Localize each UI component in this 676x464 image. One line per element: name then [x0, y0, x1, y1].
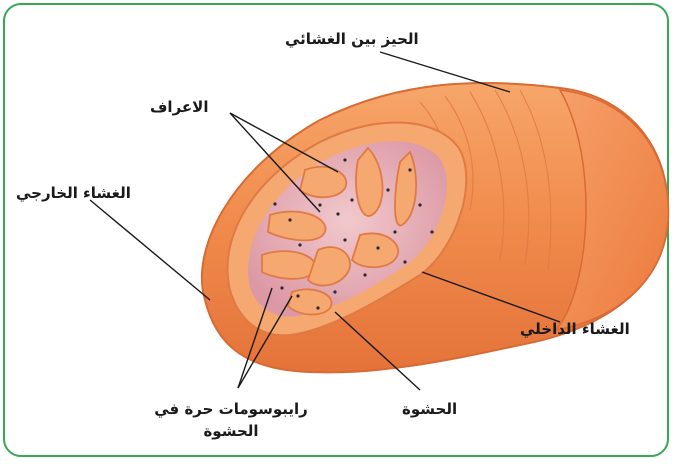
label-inner-membrane: الغشاء الداخلي: [520, 318, 630, 340]
label-cristae: الاعراف: [150, 96, 208, 118]
label-free-ribosomes: رايبوسومات حرة في الحشوة: [146, 398, 316, 442]
label-matrix: الحشوة: [402, 398, 457, 420]
label-outer-membrane: الغشاء الخارجي: [16, 182, 131, 204]
label-intermembrane-space: الحيز بين الغشائي: [285, 28, 419, 50]
